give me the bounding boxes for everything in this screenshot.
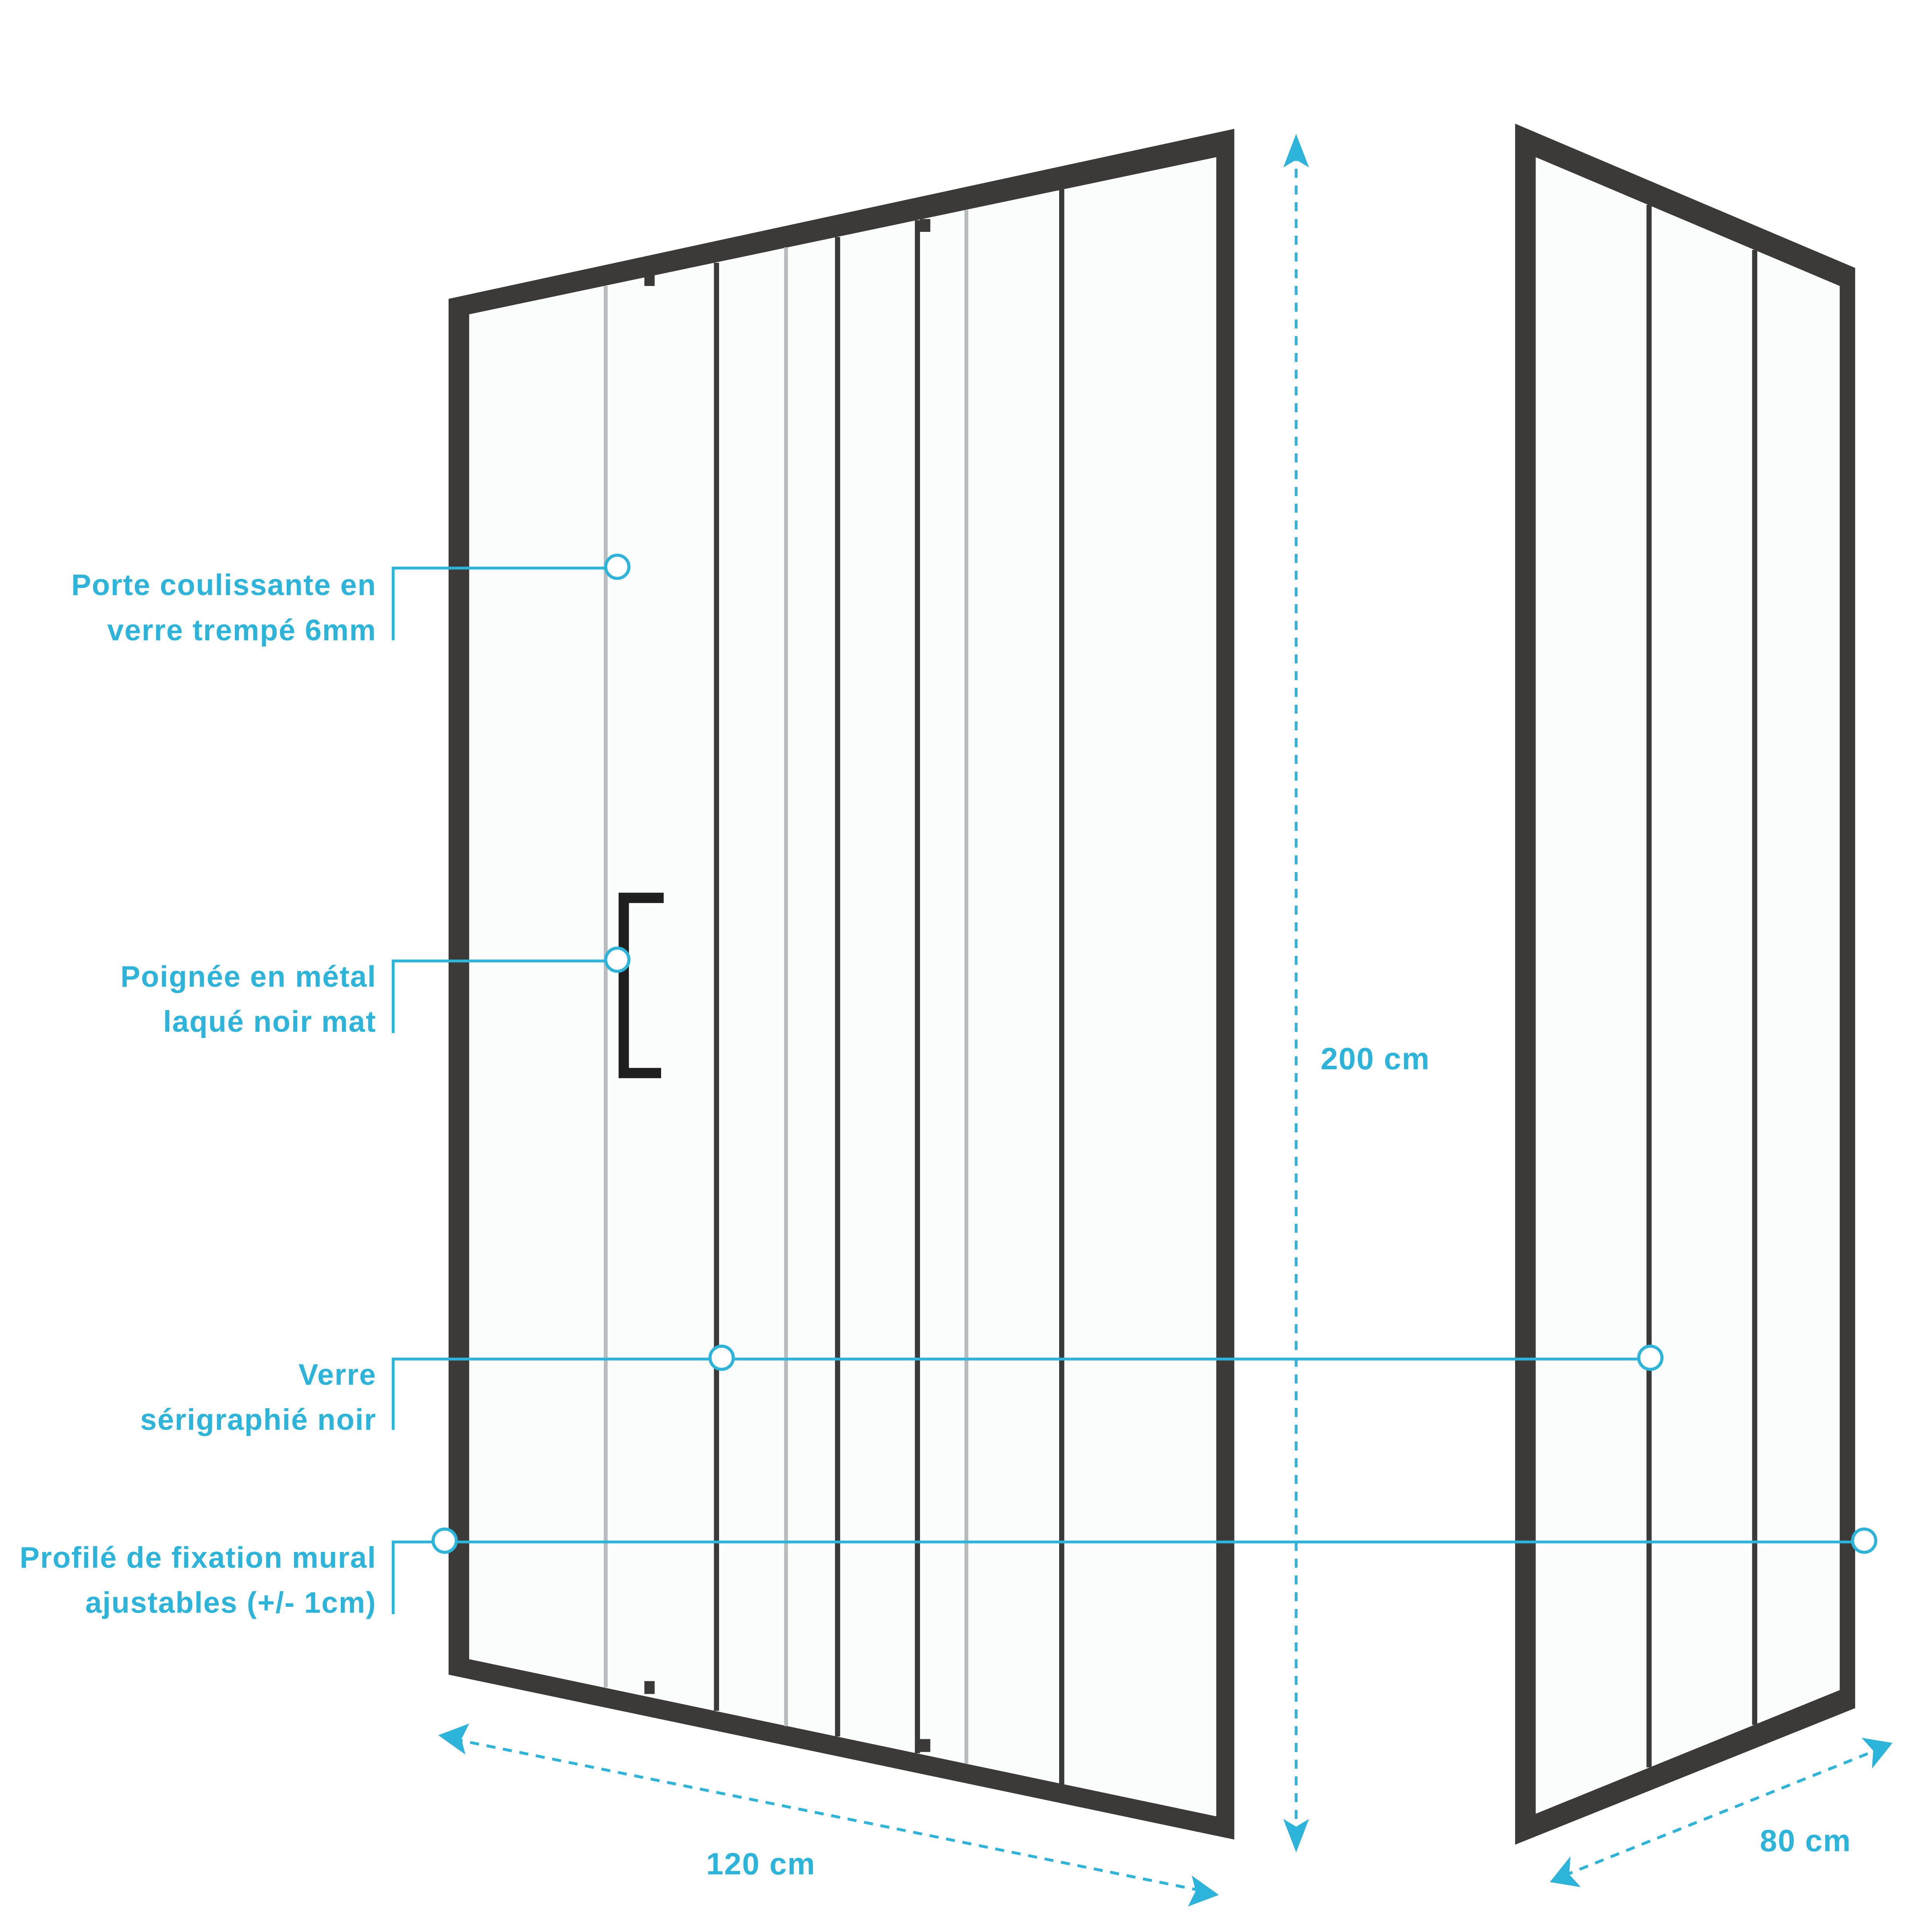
callout-handle: Poignée en métal laqué noir mat [121, 946, 631, 1038]
front-sliding-panel [448, 129, 1235, 1840]
callout-text: Profilé de fixation mural [20, 1541, 376, 1574]
front-width-dimension: 120 cm [438, 1723, 1219, 1907]
callout-marker [1851, 1527, 1878, 1554]
callout-text: laqué noir mat [163, 1005, 376, 1038]
arrow-right-icon [1188, 1875, 1219, 1907]
callout-sliding-door: Porte coulissante en verre trempé 6mm [71, 553, 631, 647]
callout-marker [604, 553, 631, 580]
arrow-left-icon [1550, 1856, 1581, 1887]
callout-marker [431, 1527, 458, 1554]
callout-text: sérigraphié noir [140, 1404, 376, 1436]
callout-text: ajustables (+/- 1cm) [85, 1587, 377, 1620]
arrow-up-icon [1283, 134, 1309, 168]
roller-bottom [920, 1739, 930, 1752]
side-width-label: 80 cm [1760, 1823, 1851, 1858]
callout-text: Porte coulissante en [71, 569, 376, 602]
height-dimension: 200 cm [1283, 134, 1430, 1853]
callout-text: verre trempé 6mm [107, 614, 377, 647]
front-width-label: 120 cm [706, 1846, 816, 1881]
callout-marker [604, 946, 631, 973]
door-handle [618, 893, 664, 1079]
roller-top [920, 219, 930, 232]
side-width-dimension: 80 cm [1550, 1737, 1893, 1887]
roller-bottom [644, 1681, 655, 1694]
callout-marker [708, 1344, 735, 1371]
side-glass [1536, 157, 1840, 1814]
callout-serigraphy: Verre sérigraphié noir [140, 1344, 1664, 1436]
callout-text: Verre [298, 1359, 376, 1392]
callout-wall-profile: Profilé de fixation mural ajustables (+/… [20, 1527, 1878, 1620]
height-label: 200 cm [1321, 1041, 1430, 1076]
arrow-down-icon [1283, 1819, 1309, 1853]
front-glass [469, 157, 1216, 1817]
arrow-right-icon [1861, 1737, 1893, 1769]
arrow-left-icon [438, 1723, 469, 1755]
callout-marker [1637, 1344, 1664, 1371]
side-fixed-panel [1515, 124, 1855, 1845]
callout-text: Poignée en métal [121, 961, 376, 994]
roller-top [644, 273, 655, 286]
